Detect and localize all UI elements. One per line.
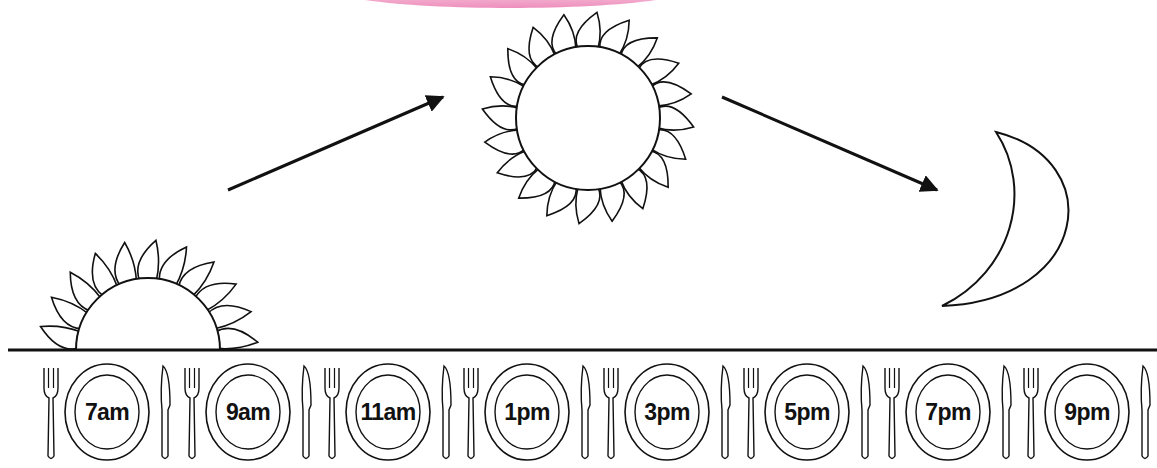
plate: 3pm <box>623 362 711 462</box>
meal-time: 3pm <box>644 401 690 424</box>
set-arrow <box>722 97 937 190</box>
meal-time: 1pm <box>504 401 550 424</box>
midday-sun <box>482 12 693 223</box>
fork <box>464 368 478 459</box>
fork <box>744 368 758 459</box>
horizon-line <box>8 349 1157 352</box>
plate: 9am <box>204 362 292 462</box>
rising-sun <box>41 240 258 350</box>
sun-disc <box>516 46 660 190</box>
banner-edge <box>330 0 692 8</box>
meal-time: 7am <box>85 401 129 424</box>
fork <box>44 368 58 459</box>
meal-time: 11am <box>360 401 415 424</box>
meal-time: 7pm <box>925 401 971 424</box>
plate: 7pm <box>904 362 992 462</box>
fork <box>325 368 339 459</box>
meal-time: 9am <box>226 401 270 424</box>
fork <box>604 368 618 459</box>
fork <box>885 368 899 459</box>
plate: 7am <box>63 362 151 462</box>
fork <box>1024 368 1038 459</box>
knife <box>581 366 590 459</box>
plate: 9pm <box>1043 362 1131 462</box>
rise-arrow <box>228 97 443 190</box>
knife <box>1141 366 1150 459</box>
plate: 1pm <box>483 362 571 462</box>
knife <box>721 366 730 459</box>
knife <box>861 366 870 459</box>
sun-ray <box>576 187 600 223</box>
knife <box>302 366 311 459</box>
knife <box>442 366 451 459</box>
sun-ray <box>216 328 258 348</box>
sun-ray <box>138 240 159 280</box>
sun-ray <box>576 12 600 48</box>
plate: 11am <box>344 362 432 462</box>
plate: 5pm <box>763 362 851 462</box>
sun-ray <box>41 326 81 349</box>
knife <box>161 366 170 459</box>
meal-time: 5pm <box>784 401 830 424</box>
fork <box>185 368 199 459</box>
sun-ray <box>657 106 693 130</box>
sun-ray <box>482 106 518 130</box>
meal-time: 9pm <box>1064 401 1110 424</box>
sun-disc <box>76 278 220 350</box>
knife <box>1002 366 1011 459</box>
moon-crescent <box>942 132 1068 306</box>
